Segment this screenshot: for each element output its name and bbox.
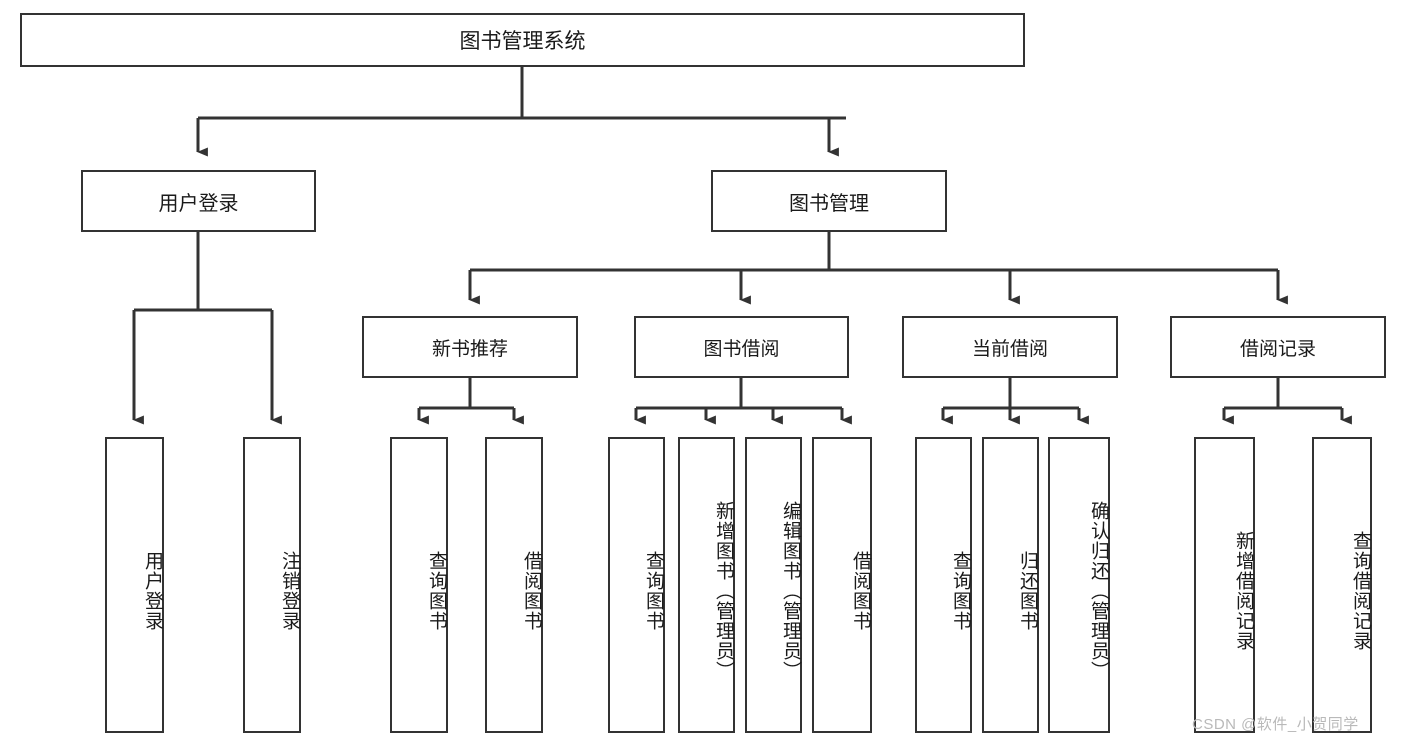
node-current-borrow-label: 当前借阅 [971,338,1048,360]
node-leaf-query-book-3[interactable]: 查询图书 [915,437,972,733]
node-root[interactable]: 图书管理系统 [20,13,1025,67]
node-leaf-borrow-book-1-label: 借阅图书 [521,551,542,631]
node-borrow-record[interactable]: 借阅记录 [1170,316,1386,378]
node-leaf-logout[interactable]: 注销登录 [243,437,301,733]
node-leaf-edit-book-label: 编辑图书（管理员） [780,501,801,681]
node-leaf-user-login-label: 用户登录 [142,551,163,631]
node-root-label: 图书管理系统 [459,30,586,53]
node-leaf-user-login[interactable]: 用户登录 [105,437,164,733]
node-leaf-add-book[interactable]: 新增图书（管理员） [678,437,735,733]
node-new-book-recommend-label: 新书推荐 [431,338,508,360]
node-leaf-query-book-1[interactable]: 查询图书 [390,437,448,733]
node-new-book-recommend[interactable]: 新书推荐 [362,316,578,378]
node-leaf-confirm-return[interactable]: 确认归还（管理员） [1048,437,1110,733]
node-leaf-query-book-1-label: 查询图书 [426,551,447,631]
node-book-management-label: 图书管理 [789,192,869,215]
node-book-borrow-label: 图书借阅 [703,338,780,360]
node-leaf-logout-label: 注销登录 [279,551,300,631]
node-current-borrow[interactable]: 当前借阅 [902,316,1118,378]
watermark: CSDN @软件_小贺同学 [1192,716,1359,733]
node-leaf-edit-book[interactable]: 编辑图书（管理员） [745,437,802,733]
node-leaf-query-borrow-record[interactable]: 查询借阅记录 [1312,437,1372,733]
node-leaf-query-book-2[interactable]: 查询图书 [608,437,665,733]
node-leaf-query-book-2-label: 查询图书 [643,551,664,631]
node-book-borrow[interactable]: 图书借阅 [634,316,849,378]
node-leaf-add-borrow-record-label: 新增借阅记录 [1233,531,1254,651]
node-leaf-add-book-label: 新增图书（管理员） [713,501,734,681]
node-borrow-record-label: 借阅记录 [1239,338,1316,360]
node-leaf-add-borrow-record[interactable]: 新增借阅记录 [1194,437,1255,733]
node-user-login[interactable]: 用户登录 [81,170,316,232]
node-leaf-confirm-return-label: 确认归还（管理员） [1088,501,1109,681]
node-leaf-query-book-3-label: 查询图书 [950,551,971,631]
node-leaf-return-book[interactable]: 归还图书 [982,437,1039,733]
node-leaf-return-book-label: 归还图书 [1017,551,1038,631]
node-user-login-label: 用户登录 [158,192,239,215]
node-leaf-borrow-book-2[interactable]: 借阅图书 [812,437,872,733]
node-leaf-borrow-book-1[interactable]: 借阅图书 [485,437,543,733]
node-leaf-borrow-book-2-label: 借阅图书 [850,551,871,631]
node-book-management[interactable]: 图书管理 [711,170,947,232]
node-leaf-query-borrow-record-label: 查询借阅记录 [1350,531,1371,651]
